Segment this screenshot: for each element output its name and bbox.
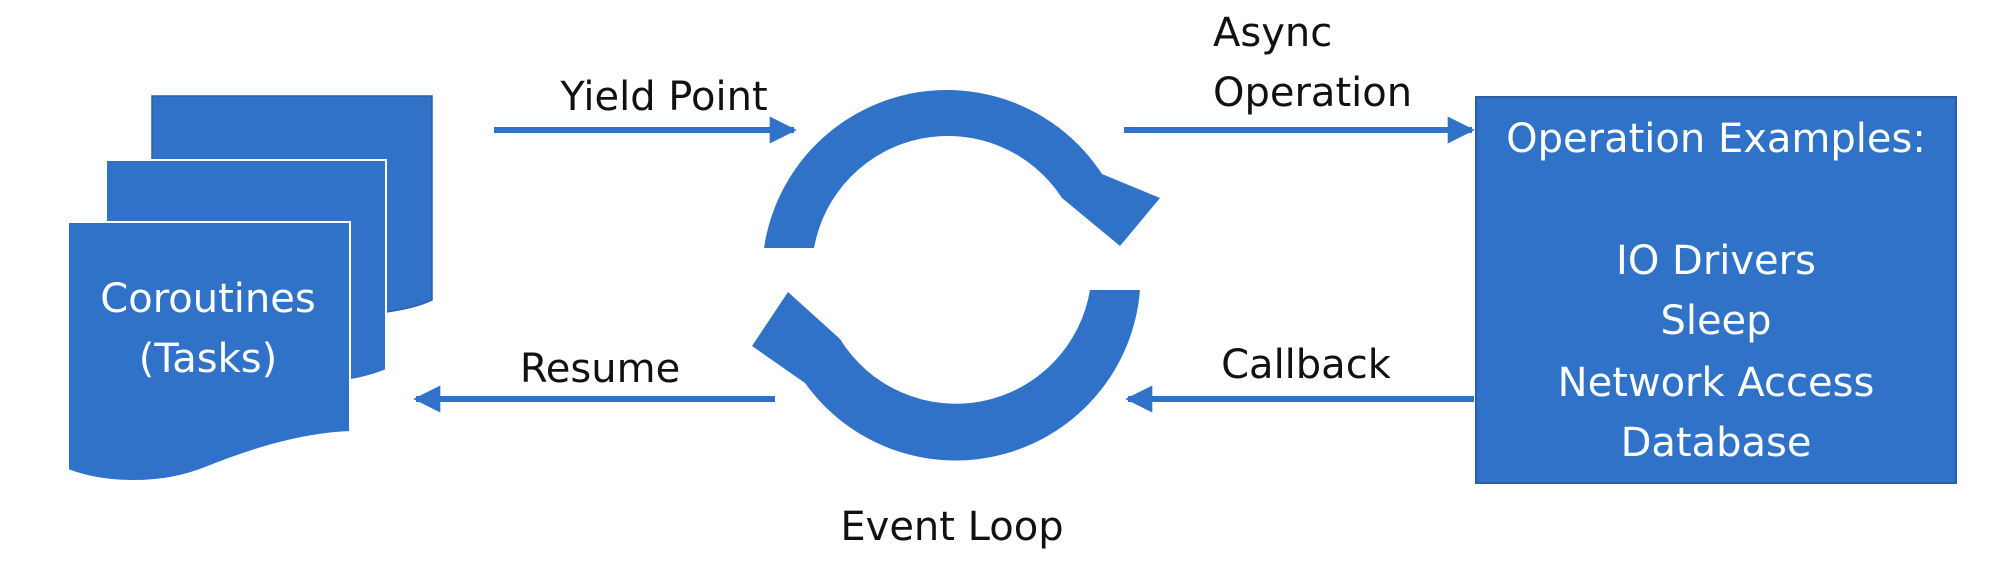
yield-point-label: Yield Point [559, 74, 767, 120]
async-operation-label-line2: Operation [1213, 70, 1412, 116]
coroutines-label-line1: Coroutines [100, 276, 315, 322]
callback-label: Callback [1221, 342, 1392, 388]
operation-examples-box: Operation Examples: IO Drivers Sleep Net… [1475, 96, 1957, 484]
operation-examples-heading: Operation Examples: [1506, 116, 1926, 162]
event-loop-cycle-icon [752, 90, 1160, 461]
async-operation-label-line1: Async [1213, 10, 1332, 56]
operation-item: Network Access [1558, 360, 1875, 406]
event-loop-top-arc [764, 90, 1160, 249]
coroutines-label-line2: (Tasks) [139, 336, 277, 382]
operation-examples-background [1475, 96, 1957, 484]
event-loop-label: Event Loop [840, 504, 1063, 550]
operation-item: IO Drivers [1616, 238, 1816, 284]
document-front [67, 221, 351, 482]
operation-item: Sleep [1660, 298, 1771, 344]
event-loop-bottom-arc [752, 290, 1140, 461]
coroutines-document-stack: Coroutines (Tasks) [67, 95, 433, 482]
operation-item: Database [1621, 420, 1812, 466]
resume-label: Resume [520, 346, 680, 392]
